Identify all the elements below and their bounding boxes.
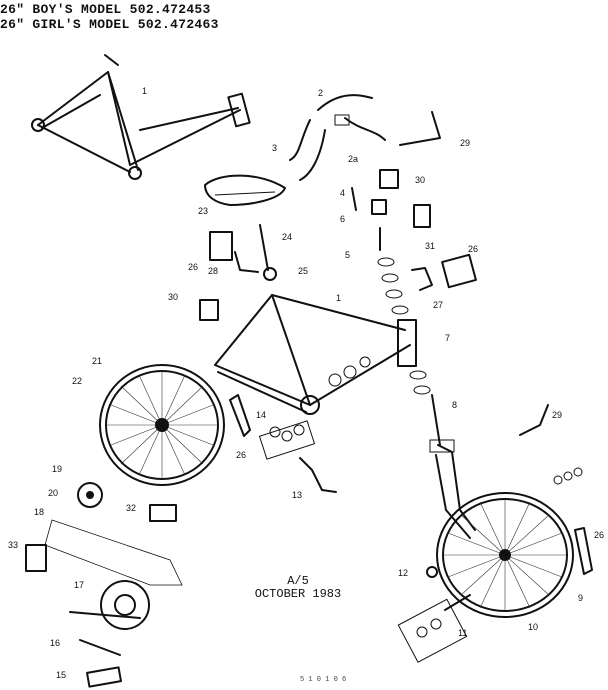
frame-main xyxy=(214,294,417,415)
label-part-20: 20 xyxy=(48,488,59,498)
hub-part-20 xyxy=(77,482,103,508)
derailleur-33 xyxy=(25,544,47,572)
seat-post xyxy=(259,224,269,271)
brake-lever-top xyxy=(399,111,441,146)
label-part-3: 3 xyxy=(272,143,278,153)
label-part-13: 13 xyxy=(292,490,303,500)
label-part-2: 2 xyxy=(318,88,324,98)
label-part-23: 23 xyxy=(198,206,209,216)
label-part-25: 25 xyxy=(298,266,309,276)
label-part-33: 33 xyxy=(8,540,19,550)
drawing-serial: 5 1 0 1 0 6 xyxy=(300,676,347,684)
kickstand xyxy=(299,457,337,493)
label-part-18: 18 xyxy=(34,507,45,517)
label-part-27: 27 xyxy=(433,300,444,310)
label-part-29-top: 29 xyxy=(460,138,471,148)
label-part-1-main: 1 xyxy=(336,293,342,303)
front-axle-set xyxy=(397,594,471,663)
label-part-7: 7 xyxy=(445,333,451,343)
stem-bolt xyxy=(351,187,357,211)
label-part-6: 6 xyxy=(340,214,346,224)
derailleur-32 xyxy=(149,504,177,522)
label-part-26-right: 26 xyxy=(468,244,479,254)
label-part-30-left: 30 xyxy=(168,292,179,302)
label-part-19: 19 xyxy=(52,464,63,474)
crank-arm xyxy=(69,611,141,619)
label-part-29-lower: 29 xyxy=(552,410,563,420)
pedal xyxy=(86,666,122,688)
front-fork xyxy=(429,394,476,539)
label-part-17: 17 xyxy=(74,580,85,590)
label-part-14: 14 xyxy=(256,410,267,420)
reflector-bracket-27 xyxy=(411,267,433,291)
side-reflector-rear xyxy=(229,394,251,437)
label-part-28: 28 xyxy=(208,266,219,276)
axle-nut xyxy=(426,566,438,578)
crank-bearings xyxy=(258,420,316,460)
front-hub-bearings xyxy=(553,467,583,485)
label-part-22: 22 xyxy=(72,376,83,386)
chain xyxy=(44,519,183,586)
label-part-12: 12 xyxy=(398,568,409,578)
label-part-1-top: 1 xyxy=(142,86,148,96)
saddle xyxy=(204,174,286,206)
label-part-2a: 2a xyxy=(348,154,359,164)
label-part-24: 24 xyxy=(282,232,293,242)
label-part-9: 9 xyxy=(578,593,584,603)
label-part-4: 4 xyxy=(340,188,346,198)
label-part-32: 32 xyxy=(126,503,137,513)
side-reflector-front xyxy=(574,527,593,575)
pedal-reflector xyxy=(441,253,477,289)
bottom-bracket-parts xyxy=(328,356,371,387)
crank-arm-2 xyxy=(79,639,121,656)
label-part-11: 11 xyxy=(458,628,468,638)
handlebars xyxy=(289,94,386,181)
chainring xyxy=(100,580,150,630)
shifter-left xyxy=(199,299,219,321)
label-part-30-top: 30 xyxy=(415,175,426,185)
label-part-26-mid: 26 xyxy=(236,450,247,460)
label-part-8: 8 xyxy=(452,400,458,410)
front-wheel xyxy=(436,492,574,618)
label-part-26-left: 26 xyxy=(188,262,199,272)
drawing-code: A/5 xyxy=(287,574,309,588)
drawing-date: OCTOBER 1983 xyxy=(254,587,342,601)
part-31 xyxy=(413,204,431,228)
label-part-5: 5 xyxy=(345,250,351,260)
shifter-top xyxy=(379,169,399,189)
seat-clamp xyxy=(263,267,277,281)
label-part-10: 10 xyxy=(528,622,539,632)
title-line-girls-model: 26" GIRL'S MODEL 502.472463 xyxy=(0,17,219,32)
label-part-16: 16 xyxy=(50,638,61,648)
label-part-31: 31 xyxy=(425,241,436,251)
stem xyxy=(371,199,387,215)
brake-lever-lower xyxy=(519,404,549,436)
frame-top xyxy=(31,54,251,180)
reflector-bracket xyxy=(234,251,259,273)
label-part-26-front: 26 xyxy=(594,530,605,540)
rear-wheel xyxy=(99,364,225,486)
label-part-21: 21 xyxy=(92,356,103,366)
label-part-15: 15 xyxy=(56,670,67,680)
rear-reflector xyxy=(209,231,233,261)
headset-parts xyxy=(377,227,431,395)
title-line-boys-model: 26" BOY'S MODEL 502.472453 xyxy=(0,2,211,17)
